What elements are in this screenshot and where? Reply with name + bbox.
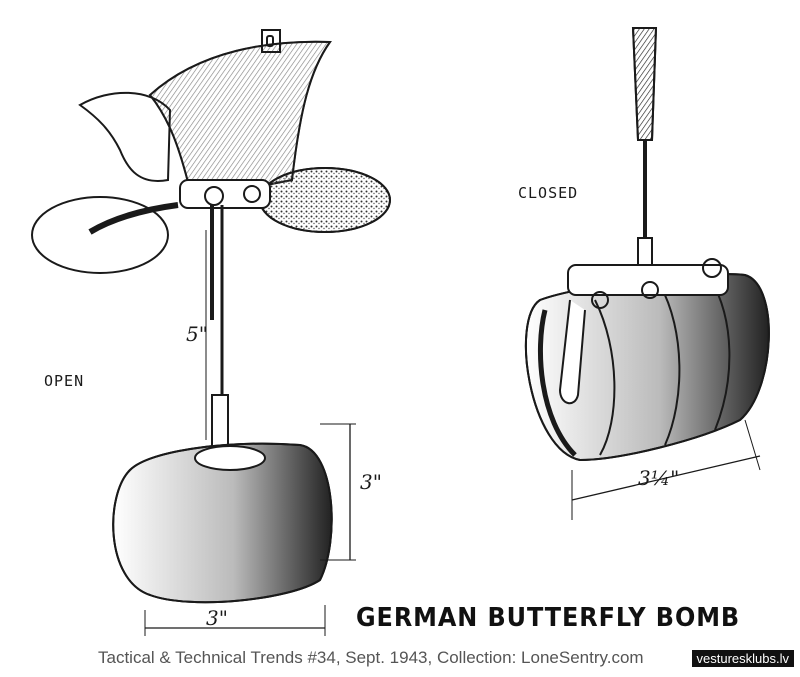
closed-label: CLOSED xyxy=(518,184,579,202)
closed-bomb xyxy=(524,27,770,520)
open-label: OPEN xyxy=(44,372,85,390)
closed-width-dimension: 3¼" xyxy=(638,466,680,490)
source-caption: Tactical & Technical Trends #34, Sept. 1… xyxy=(98,648,644,667)
diagram-title: GERMAN BUTTERFLY BOMB xyxy=(356,603,741,633)
watermark: vesturesklubs.lv xyxy=(691,650,794,667)
open-bomb xyxy=(31,29,391,636)
cable-length-dimension: 5" xyxy=(186,322,208,346)
body-height-dimension: 3" xyxy=(360,470,382,494)
body-width-dimension: 3" xyxy=(206,606,228,630)
